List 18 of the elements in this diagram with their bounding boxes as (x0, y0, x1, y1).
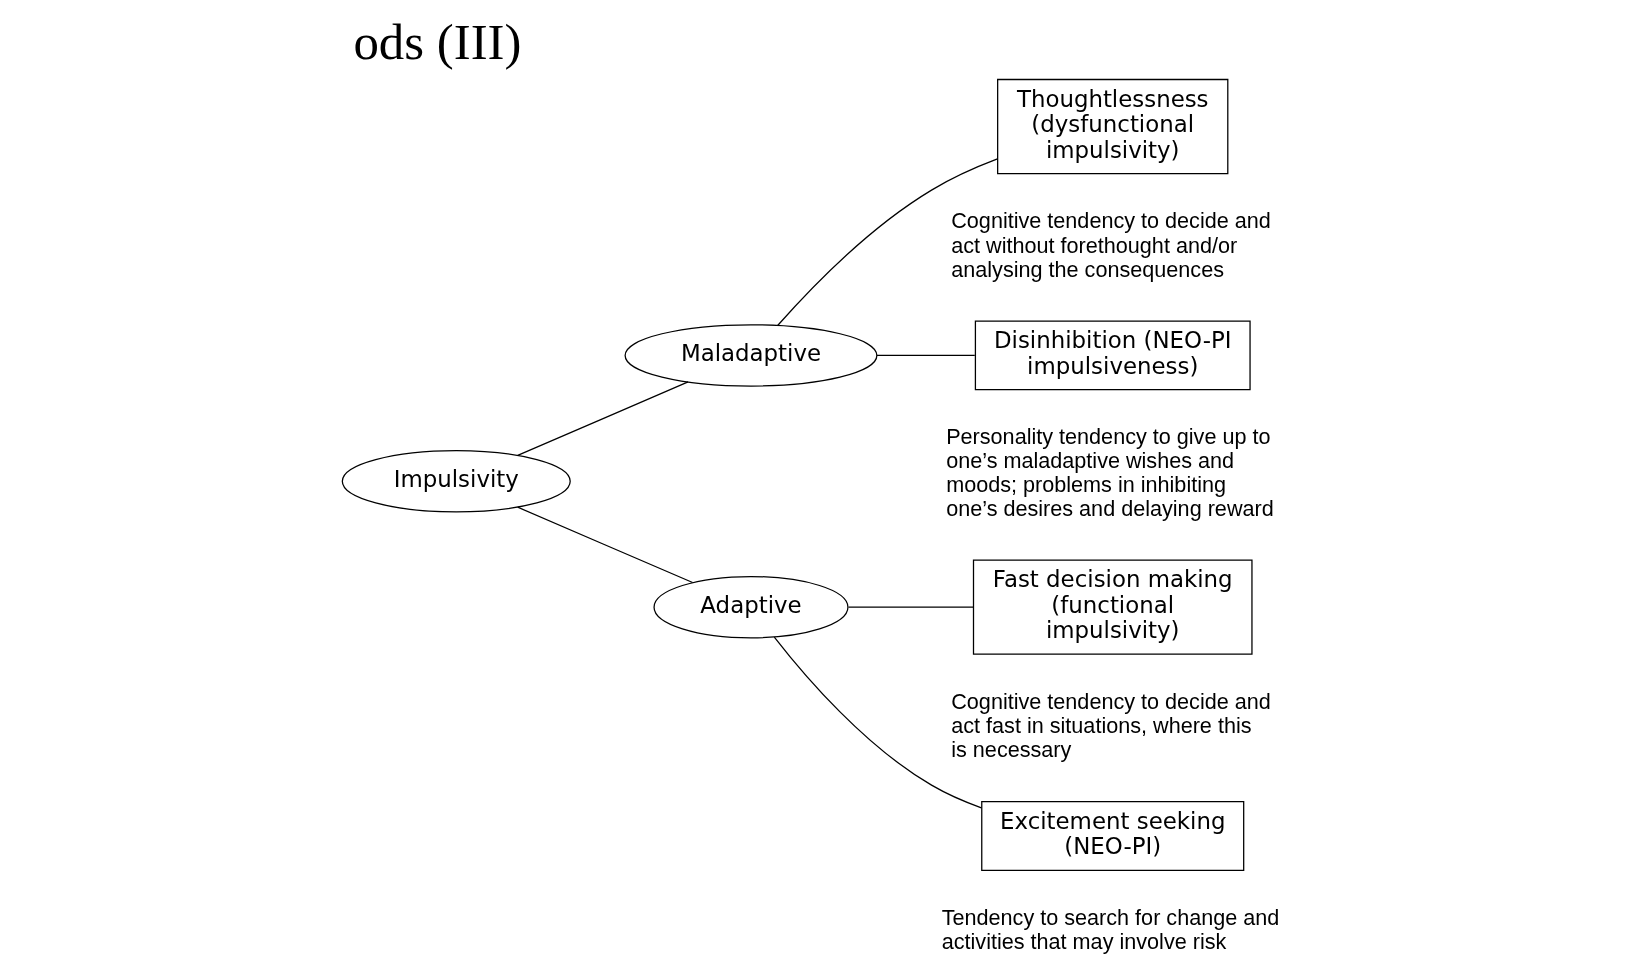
node-box: Excitement seeking (NEO-PI) (980, 801, 1244, 871)
connector (516, 381, 689, 456)
node-ellipse: Impulsivity (341, 450, 571, 513)
node-ellipse: Adaptive (652, 575, 849, 639)
node-box: Disinhibition (NEO-PI impulsiveness) (974, 320, 1251, 391)
node-box: Fast decision making (functional impulsivity) (972, 559, 1253, 655)
node-box: Thoughtlessness (dysfunctional impulsivity) (996, 78, 1228, 175)
diagram-title: ods (III) (352, 14, 521, 71)
connector (516, 506, 693, 584)
connector (776, 158, 998, 327)
node-label: Cognitive tendency to decide and act fast in situations, where this is necessary (950, 689, 1271, 763)
node-ellipse: Maladaptive (624, 324, 877, 387)
node-label: Personality tendency to give up to one’s maladaptive wishes and moods; problems in inhibiting one’s desires and delaying reward (945, 423, 1274, 522)
connector (773, 636, 982, 809)
connector (847, 606, 974, 608)
node-label: Cognitive tendency to decide and act without forethought and/or analysing the consequences (950, 208, 1271, 282)
node-label: Tendency to search for change and activities that may involve risk (941, 904, 1279, 954)
connector (875, 354, 975, 357)
